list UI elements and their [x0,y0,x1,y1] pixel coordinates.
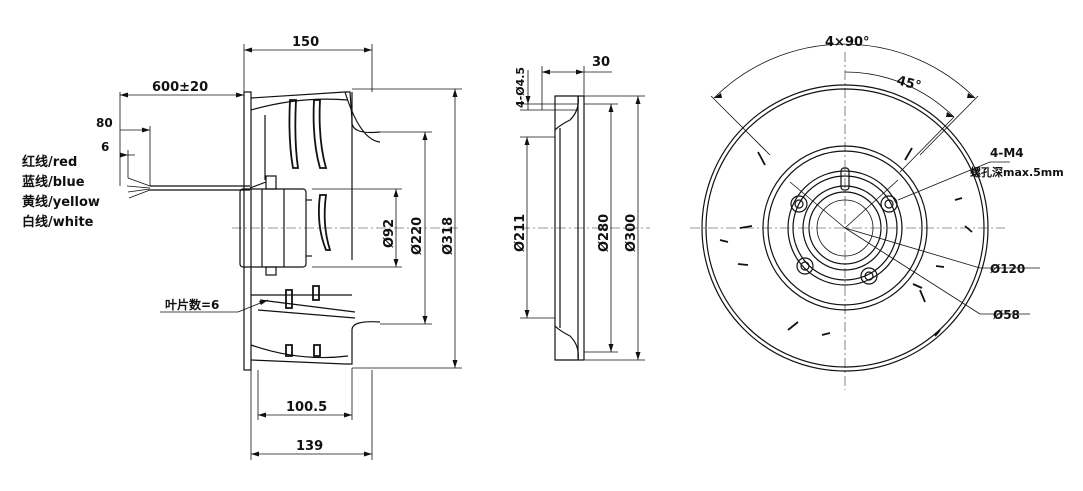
dim-6: 6 [101,140,109,154]
front-blade-marks [719,147,973,337]
side-view [126,91,460,371]
wire-legend: 红线/red 蓝线/blue 黄线/yellow 白线/white [22,154,100,230]
dim-600: 600±20 [152,80,208,95]
ring-lower-flange [554,324,579,361]
angle-4x90: 4×90° [825,35,870,50]
inlet-ring-section [520,95,650,361]
dim-4-hole: 4-Ø4.5 [514,67,527,108]
ring-dimensions: 30 4-Ø4.5 Ø211 Ø280 Ø300 [513,55,645,361]
wire-label-white: 白线/white [22,214,94,230]
blade-count-label: 叶片数=6 [165,297,219,312]
dim-300: Ø300 [624,214,639,252]
dim-30: 30 [592,55,610,70]
front-view [690,52,1005,390]
dim-318: Ø318 [441,217,456,255]
dim-80: 80 [96,116,113,130]
side-blades [285,99,332,357]
wire-label-blue: 蓝线/blue [22,174,85,190]
dim-58: Ø58 [993,308,1020,322]
hub-outer [762,145,928,311]
thread-depth-label: 螺孔深max.5mm [970,165,1064,179]
outer-ring [701,84,989,372]
dim-92: Ø92 [382,219,397,248]
dim-211: Ø211 [513,214,528,252]
dim-150: 150 [292,35,319,50]
shaft-key [840,167,850,191]
cable-gland [265,175,277,190]
front-dimensions: 4×90° 45° 4-M4 螺孔深max.5mm Ø120 Ø58 [710,35,1064,322]
dim-220: Ø220 [410,217,425,255]
hub-58 [802,185,888,271]
impeller-lower-profile [250,321,381,365]
arc-45 [844,71,955,118]
wire-label-yellow: 黄线/yellow [22,194,100,210]
dim-120: Ø120 [990,262,1025,276]
ring-upper-flange [554,95,579,132]
wire-label-red: 红线/red [22,154,77,170]
backplate [243,91,252,371]
thread-label: 4-M4 [990,146,1024,160]
dim-280: Ø280 [597,214,612,252]
arc-4x90 [713,43,976,99]
mounting-holes [790,195,898,285]
side-dimensions: 150 600±20 80 6 Ø318 Ø220 [96,35,462,460]
angle-45: 45° [895,73,923,94]
impeller-upper-profile [250,91,381,134]
dim-139: 139 [296,439,323,454]
dim-100-5: 100.5 [286,400,327,415]
